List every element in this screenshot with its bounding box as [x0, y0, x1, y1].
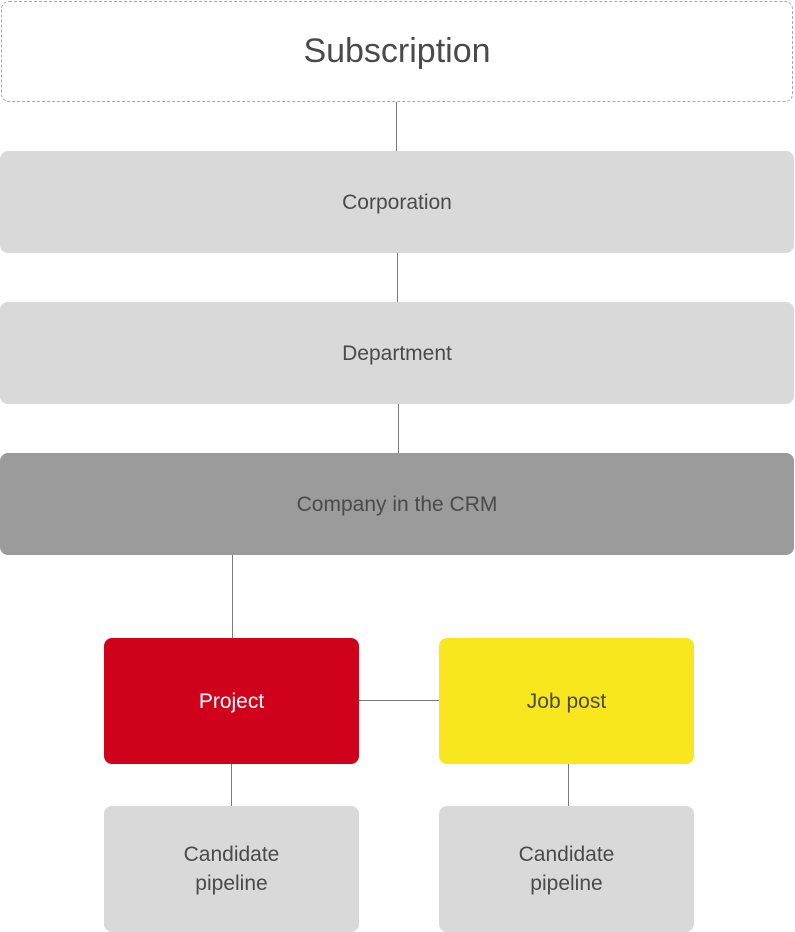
connector-project-pipeline [231, 764, 232, 806]
candidate-pipeline-job-post-line1: Candidate [518, 843, 615, 866]
project-node: Project [104, 638, 359, 764]
candidate-pipeline-job-post-line2: pipeline [530, 872, 603, 895]
candidate-pipeline-job-post-node: Candidate pipeline [439, 806, 694, 932]
department-label: Department [342, 341, 452, 365]
subscription-label: Subscription [303, 32, 491, 70]
job-post-label: Job post [526, 689, 607, 713]
job-post-node: Job post [439, 638, 694, 764]
connector-job-post-pipeline [568, 764, 569, 806]
subscription-node: Subscription [1, 1, 793, 102]
candidate-pipeline-project-label: Candidate pipeline [184, 840, 280, 898]
company-in-crm-label: Company in the CRM [296, 492, 498, 516]
corporation-label: Corporation [342, 190, 452, 214]
connector-project-job-post [359, 700, 439, 701]
candidate-pipeline-job-post-label: Candidate pipeline [519, 840, 615, 898]
connector-company-project [232, 555, 233, 638]
project-label: Project [198, 689, 265, 713]
department-node: Department [0, 302, 794, 404]
connector-corporation-department [397, 253, 398, 302]
candidate-pipeline-project-line1: Candidate [183, 843, 280, 866]
connector-department-company [398, 404, 399, 453]
company-in-crm-node: Company in the CRM [0, 453, 794, 555]
corporation-node: Corporation [0, 151, 794, 253]
candidate-pipeline-project-node: Candidate pipeline [104, 806, 359, 932]
candidate-pipeline-project-line2: pipeline [195, 872, 268, 895]
connector-subscription-corporation [396, 102, 397, 151]
